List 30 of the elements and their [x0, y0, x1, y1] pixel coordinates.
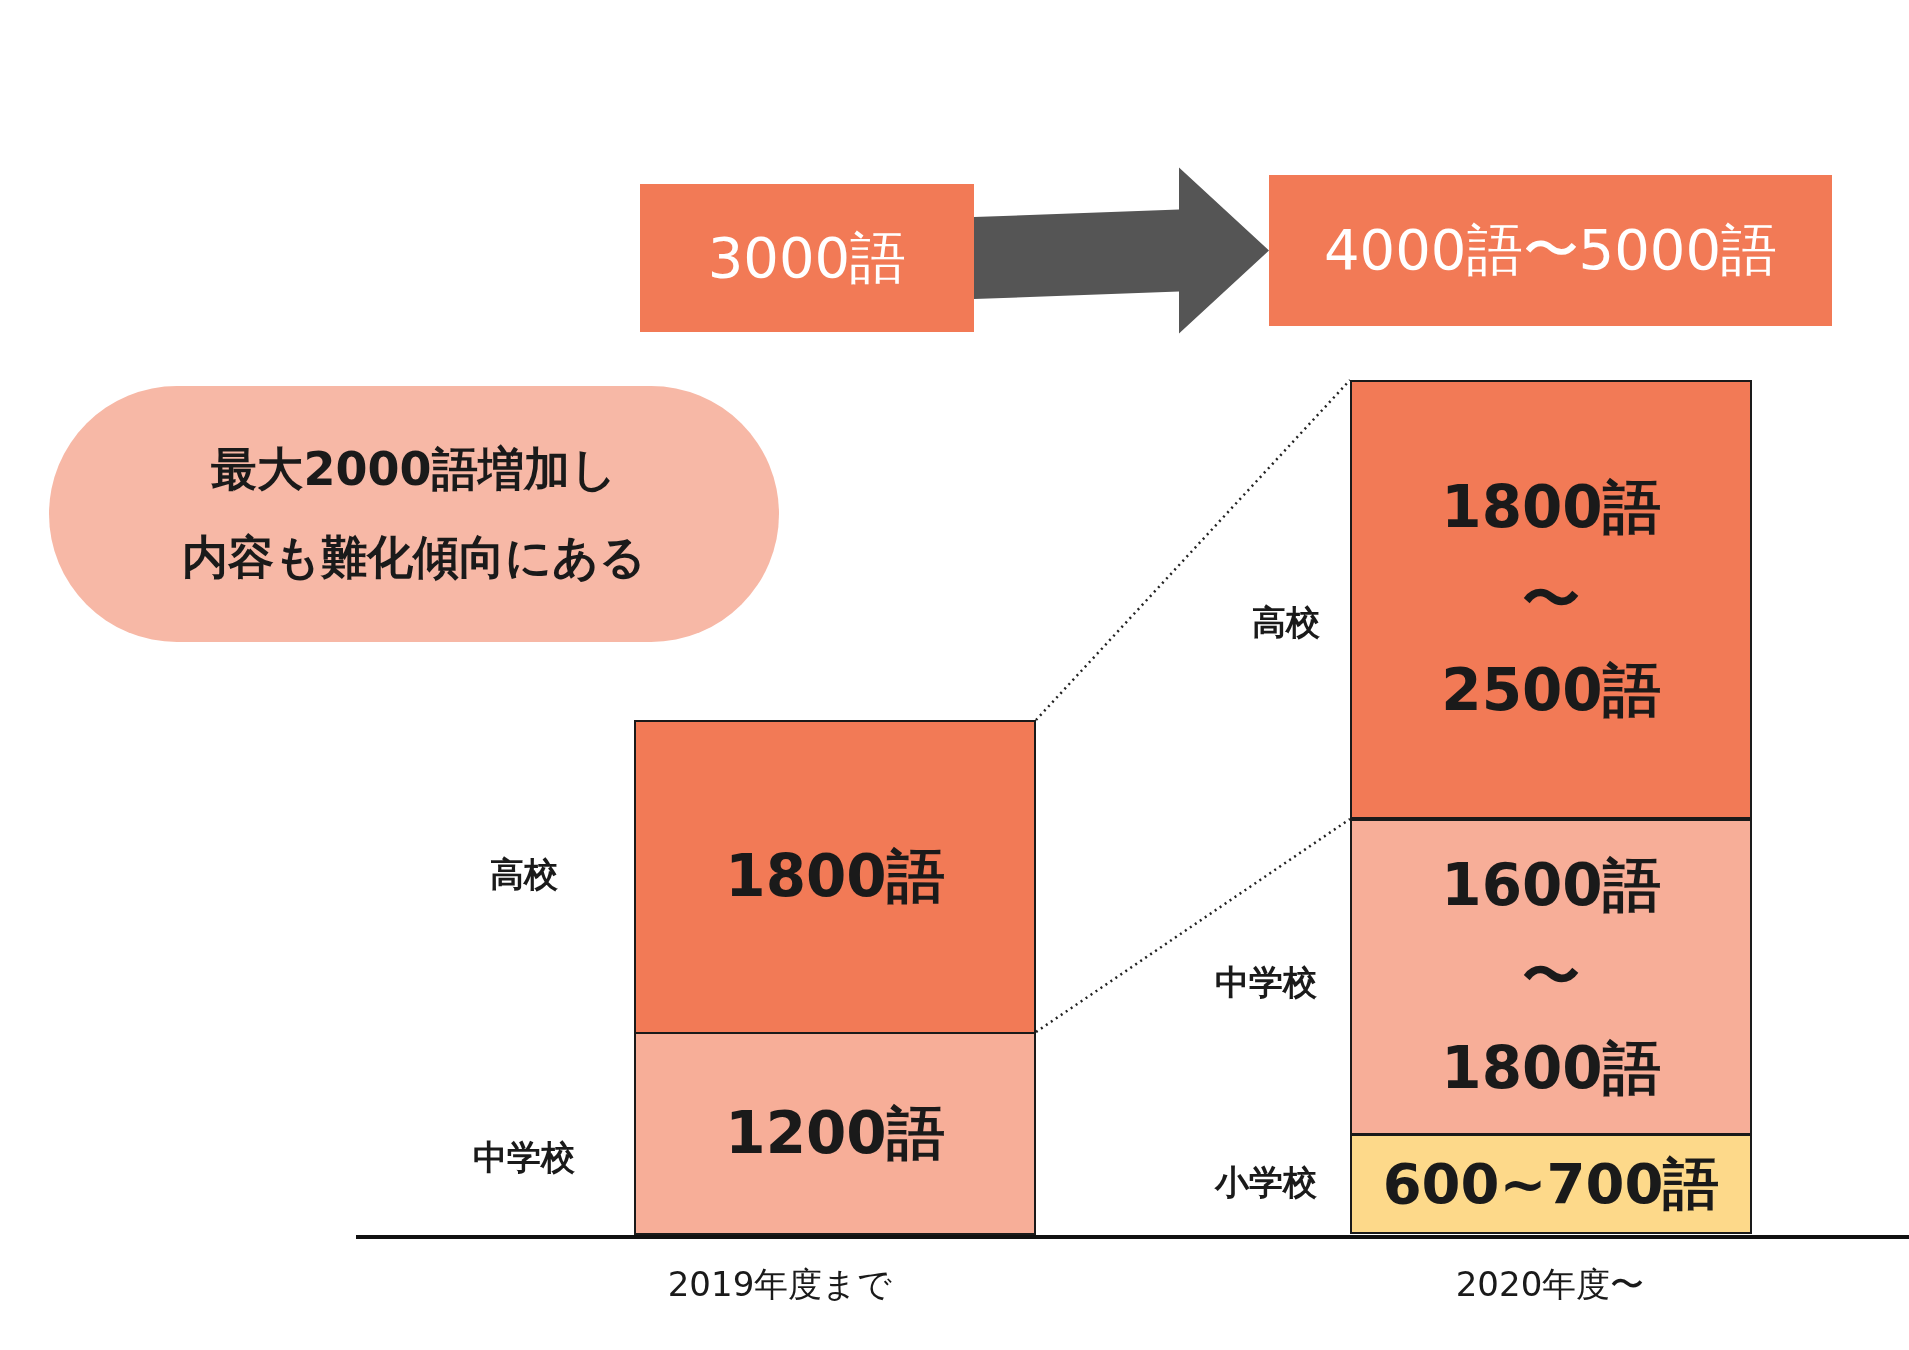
dotted-connector: [1035, 379, 1351, 721]
bar-segment: [1350, 819, 1752, 1135]
axis-label: 2020年度〜: [1454, 1263, 1646, 1306]
box-text: 600~700語: [1382, 1149, 1720, 1218]
box-text: 1800語: [725, 841, 945, 913]
box-text: 3000語: [707, 223, 907, 292]
school-label: 中学校: [472, 1136, 576, 1179]
box-text: 〜: [1522, 941, 1580, 1013]
school-label: 高校: [1251, 601, 1321, 644]
school-label: 高校: [489, 853, 559, 896]
box-text: 4000語〜5000語: [1324, 216, 1777, 285]
bar-segment: [1350, 380, 1752, 819]
axis-label: 2019年度まで: [666, 1263, 894, 1306]
bar-segment: [634, 720, 1036, 1034]
box-text: 1800語: [1441, 472, 1661, 544]
school-label: 小学校: [1213, 1161, 1318, 1204]
count-box: [640, 184, 974, 332]
bar-segment: [1350, 1134, 1752, 1234]
bar-segment: [634, 1032, 1036, 1235]
box-text: 内容も難化傾向にある: [182, 529, 646, 586]
dotted-connector: [1035, 817, 1351, 1034]
box-text: 最大2000語増加し: [211, 441, 617, 499]
school-label: 中学校: [1214, 961, 1318, 1004]
box-text: 2500語: [1441, 655, 1661, 727]
count-box: [1269, 175, 1832, 326]
box-text: 1200語: [725, 1097, 945, 1169]
box-text: 〜: [1522, 563, 1580, 635]
block-arrow: [974, 167, 1269, 334]
box-text: 1800語: [1441, 1032, 1661, 1104]
box-text: 1600語: [1441, 849, 1661, 921]
